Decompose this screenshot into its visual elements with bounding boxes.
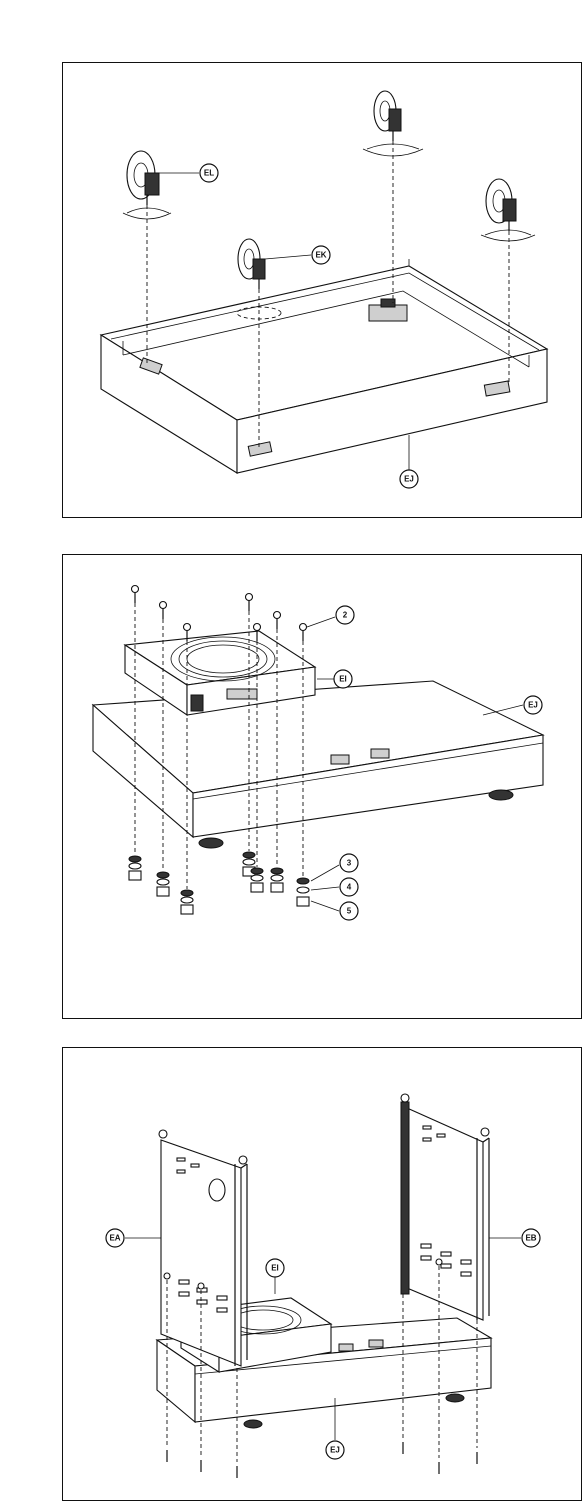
callout-ej: EJ bbox=[330, 1446, 340, 1455]
callout-ej: EJ bbox=[404, 475, 414, 484]
callout-eb: EB bbox=[525, 1234, 536, 1243]
callout-ek: EK bbox=[315, 251, 326, 260]
callout-washer-b: 4 bbox=[347, 883, 352, 892]
step2-callouts: 2 EI EJ 3 4 5 bbox=[63, 555, 583, 1020]
assembly-step-2-panel: 2 EI EJ 3 4 5 bbox=[62, 554, 582, 1019]
assembly-step-1-panel: EL EK EJ bbox=[62, 62, 582, 518]
assembly-step-3-panel: EA EB EI EJ bbox=[62, 1047, 582, 1501]
callout-bolt: 2 bbox=[343, 611, 348, 620]
callout-nut: 5 bbox=[347, 907, 352, 916]
callout-el: EL bbox=[204, 169, 214, 178]
callout-ea: EA bbox=[109, 1234, 120, 1243]
step1-callouts: EL EK EJ bbox=[63, 63, 583, 519]
callout-ej: EJ bbox=[528, 701, 538, 710]
callout-ei: EI bbox=[271, 1264, 279, 1273]
callout-ei: EI bbox=[339, 675, 347, 684]
callout-washer-a: 3 bbox=[347, 859, 352, 868]
step3-callouts: EA EB EI EJ bbox=[63, 1048, 583, 1502]
